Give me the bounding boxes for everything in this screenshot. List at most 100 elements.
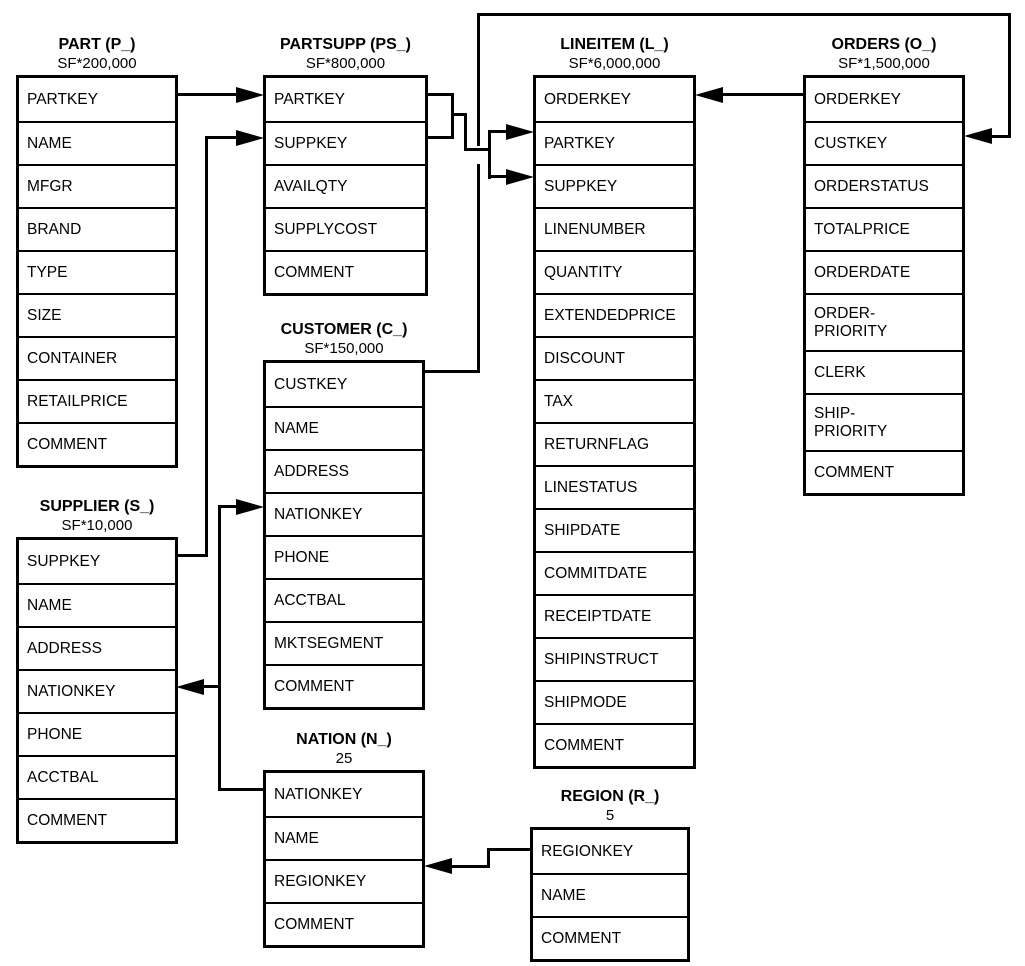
column-row: PARTKEY bbox=[536, 121, 693, 164]
column-row: MKTSEGMENT bbox=[266, 621, 422, 664]
column-row: CONTAINER bbox=[19, 336, 175, 379]
table-part-cardinality: SF*200,000 bbox=[57, 55, 137, 72]
table-nation-cardinality: 25 bbox=[335, 750, 353, 767]
column-row: ORDERDATE bbox=[806, 250, 962, 293]
table-region-header: REGION (R_) 5 bbox=[530, 787, 690, 827]
table-orders-title: ORDERS (O_) bbox=[831, 36, 937, 53]
column-row: LINESTATUS bbox=[536, 465, 693, 508]
column-row: RETAILPRICE bbox=[19, 379, 175, 422]
column-row: SUPPKEY bbox=[266, 121, 425, 164]
fk-customer-orders-line bbox=[992, 135, 1011, 138]
fk-partsupp-lineitem-suppkey-arrowhead bbox=[506, 169, 534, 185]
fk-supplier-partsupp-line bbox=[205, 136, 208, 557]
column-row: COMMENT bbox=[266, 250, 425, 293]
fk-partsupp-lineitem-line bbox=[488, 130, 491, 179]
fk-nation-customer-line bbox=[218, 505, 238, 508]
column-row: PHONE bbox=[19, 712, 175, 755]
column-row: PHONE bbox=[266, 535, 422, 578]
column-row: EXTENDEDPRICE bbox=[536, 293, 693, 336]
table-partsupp-title: PARTSUPP (PS_) bbox=[280, 36, 411, 53]
column-row: SUPPLYCOST bbox=[266, 207, 425, 250]
fk-customer-orders-arrowhead bbox=[964, 128, 992, 144]
column-row: CUSTKEY bbox=[806, 121, 962, 164]
fk-customer-orders-line bbox=[477, 164, 480, 373]
fk-supplier-partsupp-line bbox=[178, 554, 208, 557]
fk-part-partsupp-line bbox=[178, 93, 236, 96]
fk-supplier-partsupp-arrowhead bbox=[236, 130, 264, 146]
fk-customer-orders-line bbox=[477, 13, 1011, 16]
column-row: SHIPINSTRUCT bbox=[536, 637, 693, 680]
table-supplier-cardinality: SF*10,000 bbox=[61, 517, 133, 534]
fk-region-nation-line bbox=[487, 848, 530, 851]
table-region-title: REGION (R_) bbox=[560, 788, 660, 805]
table-customer-cardinality: SF*150,000 bbox=[304, 340, 384, 357]
column-row: COMMITDATE bbox=[536, 551, 693, 594]
fk-nation-supplier-arrowhead bbox=[176, 679, 204, 695]
column-row: NAME bbox=[19, 583, 175, 626]
column-row: SUPPKEY bbox=[27, 552, 101, 570]
column-row: RECEIPTDATE bbox=[536, 594, 693, 637]
column-row: TYPE bbox=[19, 250, 175, 293]
table-part-title: PART (P_) bbox=[58, 36, 136, 53]
table-customer-title: CUSTOMER (C_) bbox=[280, 321, 408, 338]
column-row: ORDERSTATUS bbox=[806, 164, 962, 207]
column-row: ADDRESS bbox=[266, 449, 422, 492]
fk-partsupp-lineitem-line bbox=[451, 93, 454, 139]
column-row: ORDERKEY bbox=[544, 90, 631, 108]
fk-nation-customer-arrowhead bbox=[236, 499, 264, 515]
table-nation-title: NATION (N_) bbox=[296, 731, 392, 748]
column-row: COMMENT bbox=[536, 723, 693, 766]
fk-orders-lineitem-arrowhead bbox=[695, 87, 723, 103]
table-lineitem: LINEITEM (L_) SF*6,000,000 ORDERKEY PARTK… bbox=[533, 35, 696, 769]
column-row: COMMENT bbox=[19, 422, 175, 465]
column-row: ORDER- PRIORITY bbox=[806, 293, 962, 350]
column-row: PARTKEY bbox=[27, 90, 98, 108]
table-lineitem-header: LINEITEM (L_) SF*6,000,000 bbox=[533, 35, 696, 75]
table-orders-cardinality: SF*1,500,000 bbox=[838, 55, 930, 72]
fk-region-nation-line bbox=[452, 865, 490, 868]
fk-customer-orders-line bbox=[477, 13, 480, 146]
column-row: COMMENT bbox=[533, 916, 687, 959]
column-row: NATIONKEY bbox=[19, 669, 175, 712]
fk-supplier-partsupp-line bbox=[205, 136, 236, 139]
column-row: BRAND bbox=[19, 207, 175, 250]
column-row: TAX bbox=[536, 379, 693, 422]
fk-partsupp-lineitem-line bbox=[488, 130, 508, 133]
column-row: ACCTBAL bbox=[266, 578, 422, 621]
table-partsupp-cardinality: SF*800,000 bbox=[305, 55, 386, 72]
fk-partsupp-lineitem-partkey-arrowhead bbox=[506, 124, 534, 140]
column-row: AVAILQTY bbox=[266, 164, 425, 207]
fk-region-nation-line bbox=[487, 848, 490, 868]
column-row: COMMENT bbox=[19, 798, 175, 841]
column-row: NAME bbox=[19, 121, 175, 164]
table-supplier-header: SUPPLIER (S_) SF*10,000 bbox=[16, 497, 178, 537]
fk-nation-supplier-line bbox=[204, 685, 221, 688]
fk-region-nation-arrowhead bbox=[424, 858, 452, 874]
column-row: ORDERKEY bbox=[814, 90, 901, 108]
fk-partsupp-lineitem-line bbox=[428, 136, 454, 139]
column-row: CLERK bbox=[806, 350, 962, 393]
column-row: NATIONKEY bbox=[266, 492, 422, 535]
column-row: DISCOUNT bbox=[536, 336, 693, 379]
column-row: REGIONKEY bbox=[266, 859, 422, 902]
fk-part-partsupp-arrowhead bbox=[236, 87, 264, 103]
column-row: ACCTBAL bbox=[19, 755, 175, 798]
column-row: ADDRESS bbox=[19, 626, 175, 669]
column-row: RETURNFLAG bbox=[536, 422, 693, 465]
table-orders-header: ORDERS (O_) SF*1,500,000 bbox=[803, 35, 965, 75]
column-row: SHIPDATE bbox=[536, 508, 693, 551]
column-row: QUANTITY bbox=[536, 250, 693, 293]
column-row: COMMENT bbox=[266, 902, 422, 945]
table-lineitem-title: LINEITEM (L_) bbox=[560, 36, 669, 53]
column-row: MFGR bbox=[19, 164, 175, 207]
column-row: COMMENT bbox=[806, 450, 962, 493]
table-lineitem-cardinality: SF*6,000,000 bbox=[568, 55, 661, 72]
